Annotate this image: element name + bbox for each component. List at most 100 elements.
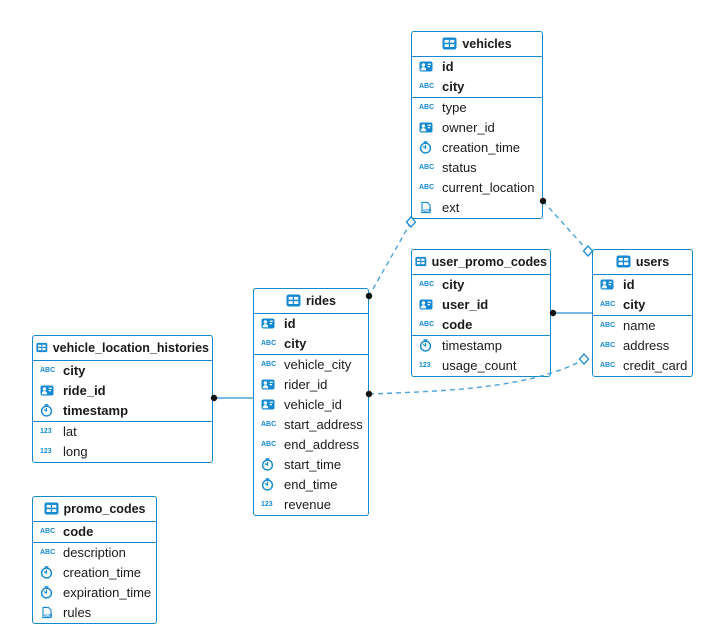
field-row[interactable]: owner_id <box>412 118 542 138</box>
field-row[interactable]: timestamp <box>412 336 550 356</box>
field-label: lat <box>63 423 77 439</box>
table-header[interactable]: user_promo_codes <box>412 250 550 275</box>
relation-vehicles-rides[interactable] <box>365 216 417 300</box>
text-icon: ABC <box>419 104 435 111</box>
field-row[interactable]: timestamp <box>33 401 212 421</box>
field-label: start_address <box>284 416 363 432</box>
id-card-icon <box>261 379 279 390</box>
field-row[interactable]: ABC city <box>412 77 542 97</box>
relation-vehicle_location_histories-rides[interactable] <box>210 394 253 402</box>
field-row[interactable]: id <box>254 314 368 334</box>
relation-line[interactable] <box>542 200 589 252</box>
field-label: id <box>623 276 635 292</box>
svg-text:JSON: JSON <box>420 207 432 213</box>
table-icon <box>442 37 457 50</box>
field-row[interactable]: ABC start_address <box>254 415 368 435</box>
field-label: description <box>63 544 126 560</box>
field-row[interactable]: expiration_time <box>33 583 156 603</box>
field-label: city <box>442 78 465 94</box>
field-row[interactable]: user_id <box>412 295 550 315</box>
field-label: code <box>63 523 94 539</box>
field-row[interactable]: vehicle_id <box>254 395 368 415</box>
field-label: city <box>63 362 86 378</box>
field-label: rider_id <box>284 376 328 392</box>
field-row[interactable]: id <box>593 275 692 295</box>
time-icon <box>40 566 58 579</box>
field-row[interactable]: ride_id <box>33 381 212 401</box>
field-row[interactable]: rider_id <box>254 375 368 395</box>
field-label: end_address <box>284 436 360 452</box>
table-title: vehicles <box>462 36 512 51</box>
table-icon <box>36 341 48 354</box>
field-row[interactable]: end_time <box>254 475 368 495</box>
relation-line[interactable] <box>368 221 412 297</box>
field-label: address <box>623 337 670 353</box>
field-row[interactable]: id <box>412 57 542 77</box>
text-icon: ABC <box>600 301 616 308</box>
field-label: id <box>284 315 296 331</box>
table-title: rides <box>306 293 336 308</box>
field-row[interactable]: creation_time <box>412 138 542 158</box>
field-row[interactable]: start_time <box>254 455 368 475</box>
field-row[interactable]: JSON ext <box>412 198 542 218</box>
id-card-icon <box>419 299 437 310</box>
field-label: city <box>284 335 307 351</box>
table-header[interactable]: promo_codes <box>33 497 156 522</box>
relation-user_promo_codes-users[interactable] <box>549 309 592 317</box>
id-card-icon <box>261 318 279 329</box>
field-label: credit_card <box>623 357 688 373</box>
table-header[interactable]: vehicle_location_histories <box>33 336 212 361</box>
table-icon <box>286 294 301 307</box>
table-icon <box>415 255 427 268</box>
text-icon: ABC <box>419 281 435 288</box>
field-label: ext <box>442 199 460 215</box>
field-row[interactable]: creation_time <box>33 563 156 583</box>
field-label: name <box>623 317 656 333</box>
field-label: timestamp <box>63 402 129 418</box>
time-icon <box>419 339 437 352</box>
table-header[interactable]: users <box>593 250 692 275</box>
relation-vehicles-users[interactable] <box>539 197 594 257</box>
time-icon <box>40 404 58 417</box>
field-label: owner_id <box>442 119 495 135</box>
text-icon: ABC <box>261 421 277 428</box>
text-icon: ABC <box>419 184 435 191</box>
text-icon: ABC <box>419 83 435 90</box>
table-header[interactable]: vehicles <box>412 32 542 57</box>
table-header[interactable]: rides <box>254 289 368 314</box>
